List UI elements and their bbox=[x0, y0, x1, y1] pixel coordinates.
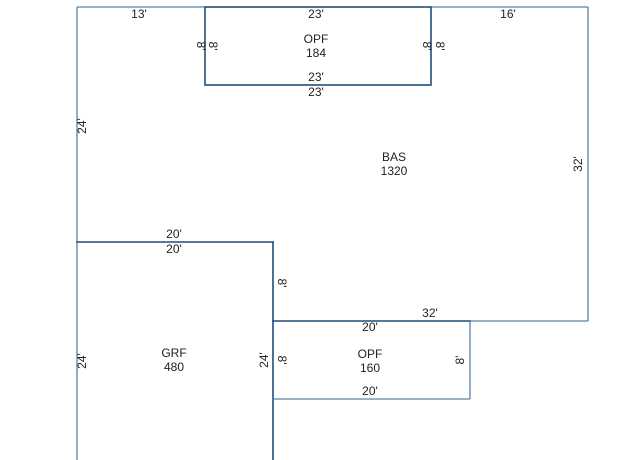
dim-grf-right: 24' bbox=[257, 352, 271, 368]
dim-bas-bottom: 32' bbox=[422, 306, 438, 320]
dimension-labels: 13' 23' 16' 8' 8' 8' 8' 23' 23' 24' 32' … bbox=[75, 7, 585, 398]
dim-opf-bottom-bottom: 20' bbox=[362, 384, 378, 398]
dim-bas-step: 8' bbox=[275, 279, 289, 288]
dim-grf-top-outer: 20' bbox=[166, 227, 182, 241]
dim-left-grf: 24' bbox=[75, 353, 89, 369]
dim-opf-top-bottom-inner: 23' bbox=[308, 70, 324, 84]
opf-bottom-area: 160 bbox=[360, 361, 380, 375]
opf-top-code: OPF bbox=[304, 32, 329, 46]
dim-grf-top-inner: 20' bbox=[166, 242, 182, 256]
bas-area: 1320 bbox=[381, 164, 408, 178]
grf-code: GRF bbox=[161, 346, 186, 360]
walls bbox=[76, 6, 589, 460]
dim-opf-top-right-inner: 8' bbox=[420, 42, 434, 51]
bas-code: BAS bbox=[382, 150, 406, 164]
area-labels: BAS 1320 OPF 184 GRF 480 OPF 160 bbox=[161, 32, 407, 375]
opf-bottom-code: OPF bbox=[358, 347, 383, 361]
dim-opf-bottom-top: 20' bbox=[362, 320, 378, 334]
grf-area: 480 bbox=[164, 360, 184, 374]
opf-top-area: 184 bbox=[306, 46, 326, 60]
dim-opf-top-right: 8' bbox=[433, 42, 447, 51]
opf-top-outline bbox=[204, 6, 432, 86]
dim-opf-top-left: 8' bbox=[194, 42, 208, 51]
dim-left-bas: 24' bbox=[75, 118, 89, 134]
dim-top-right: 16' bbox=[500, 7, 516, 21]
dim-right-bas: 32' bbox=[571, 156, 585, 172]
dim-opf-bottom-right: 8' bbox=[453, 356, 467, 365]
dim-opf-top-bottom-outer: 23' bbox=[308, 85, 324, 99]
dim-opf-bottom-left: 8' bbox=[275, 356, 289, 365]
dim-top-left: 13' bbox=[131, 7, 147, 21]
dim-top-opf-outer: 23' bbox=[308, 7, 324, 21]
dim-opf-top-left-inner: 8' bbox=[206, 42, 220, 51]
